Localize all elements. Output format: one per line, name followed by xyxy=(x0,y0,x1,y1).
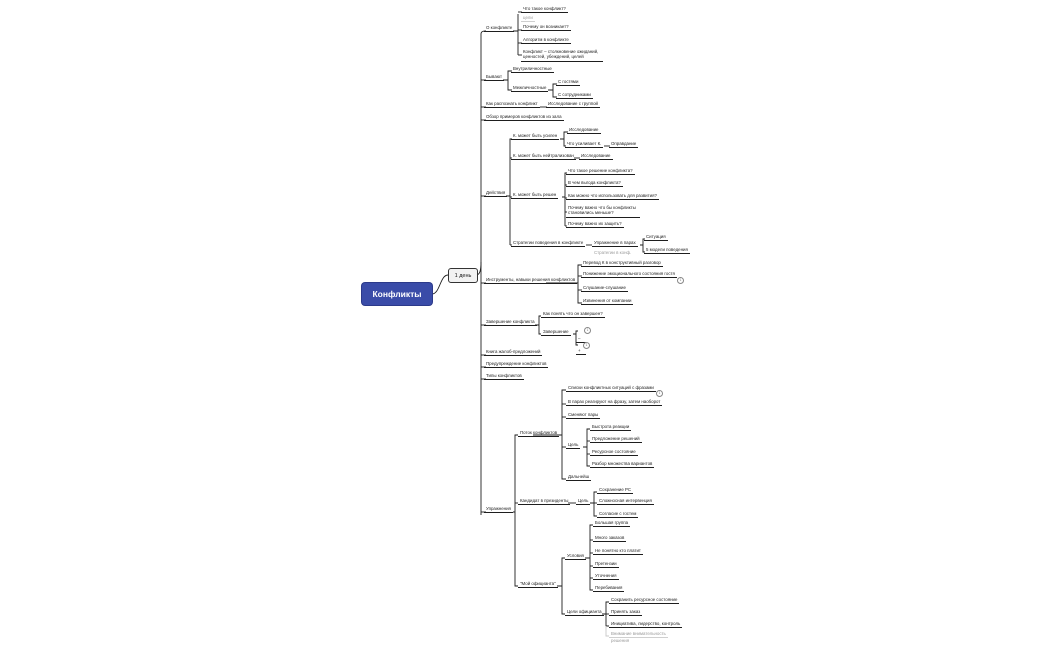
node-growth[interactable]: Как можно что использовать для развития? xyxy=(566,193,659,201)
node-complex[interactable]: Сложносная интервенция xyxy=(597,498,654,506)
node-def[interactable]: Конфликт – столкновение ожиданий, ценнос… xyxy=(521,49,603,62)
node-lists[interactable]: Списки конфликтных ситуаций с фразами xyxy=(566,385,656,393)
node-exercises[interactable]: Упражнения xyxy=(484,506,513,514)
node-waiter-goals[interactable]: Цели официанта xyxy=(565,609,604,617)
node-big-group[interactable]: Большая группа xyxy=(593,520,631,528)
node-kinds[interactable]: Типы конфликтов xyxy=(484,373,524,381)
node-gray-note-1[interactable]: Внимание внимательность xyxy=(609,631,668,639)
node-justify[interactable]: Оправдание xyxy=(609,141,639,149)
node-explore-2[interactable]: Исследование xyxy=(579,153,613,161)
node-solved[interactable]: К. может быть решен xyxy=(511,192,559,200)
node-dream-waiter[interactable]: "Мой официанта" xyxy=(518,581,558,589)
node-accept-order[interactable]: Принять заказ xyxy=(609,609,643,617)
node-transfer[interactable]: Перевод К в конструктивный разговор xyxy=(581,260,663,268)
node-flow[interactable]: Поток конфликтов xyxy=(518,430,560,438)
node-prevent[interactable]: Предупреждение конфликтов xyxy=(484,361,549,369)
node-recognize[interactable]: Как распознать конфликт xyxy=(484,101,540,109)
node-strategies-note[interactable]: Стратегии в конф. xyxy=(594,250,632,255)
node-protect[interactable]: Почему важно их защить? xyxy=(566,221,624,229)
node-pairs-exercise[interactable]: Упражнение в парах xyxy=(592,240,638,248)
node-inter[interactable]: Межличностные xyxy=(511,85,549,93)
node-book[interactable]: Книга жалоб-предложений xyxy=(484,349,543,357)
comment-badge-icon[interactable]: 1 xyxy=(656,390,663,397)
node-plus[interactable]: + xyxy=(576,348,586,356)
node-resource[interactable]: Ресурсное состояние xyxy=(590,449,638,457)
node-what-solution[interactable]: Что такое решение конфликта? xyxy=(566,168,635,176)
node-offer[interactable]: Предложение решений xyxy=(590,436,642,444)
node-what-amplifies[interactable]: Что усиливает К. xyxy=(565,141,604,149)
node-sorry[interactable]: Извинения от компании xyxy=(581,298,634,306)
node-save-rs[interactable]: Сохранение РС xyxy=(597,487,634,495)
node-initiative[interactable]: Инициатива, лидерство, контроль xyxy=(609,621,683,629)
node-goal[interactable]: Цель xyxy=(566,442,581,450)
root-node[interactable]: Конфликты xyxy=(362,283,432,305)
node-inner[interactable]: Внутриличностные xyxy=(511,66,554,74)
node-amplify[interactable]: К. может быть усилен xyxy=(511,133,560,141)
node-clarify[interactable]: Уточнения xyxy=(593,573,619,581)
node-strategies[interactable]: Стратегии поведения в конфликте xyxy=(511,240,586,248)
node-benefit[interactable]: В чем выгода конфликта? xyxy=(566,180,623,188)
node-situation[interactable]: Ситуация xyxy=(644,234,668,242)
node-research-group[interactable]: Исследование с группой xyxy=(546,101,600,109)
node-about-conflict[interactable]: О конфликте xyxy=(484,25,515,33)
node-claims[interactable]: Претензии xyxy=(593,561,619,569)
node-ending[interactable]: Завершение xyxy=(541,329,571,337)
comment-badge-icon[interactable]: 1 xyxy=(677,277,684,284)
node-finish[interactable]: Завершение конфликта xyxy=(484,319,537,327)
node-candidate[interactable]: Кандидат в президенты xyxy=(518,498,571,506)
node-why[interactable]: Почему он возникает? xyxy=(521,24,571,32)
day-node[interactable]: 1 день xyxy=(448,268,478,283)
node-conditions[interactable]: Условия xyxy=(565,553,586,561)
node-staff[interactable]: С сотрудниками xyxy=(556,92,593,100)
node-orders[interactable]: Много заказов xyxy=(593,535,627,543)
node-tools[interactable]: Инструменты, навыки решения конфликтов xyxy=(484,277,578,285)
node-minus[interactable]: – xyxy=(576,336,586,344)
node-swap[interactable]: Сменяют пары xyxy=(566,412,601,420)
node-neutral[interactable]: К. может быть нейтрализован xyxy=(511,153,576,161)
node-gray-note-2[interactable]: решения xyxy=(611,638,630,643)
node-further[interactable]: Дальнейш xyxy=(566,474,592,482)
node-models[interactable]: 5 модели поведения xyxy=(644,247,690,255)
node-algo[interactable]: Алгоритм в конфликте xyxy=(521,37,571,45)
node-pairs-react[interactable]: В парах реагируют на фразу, затем наобор… xyxy=(566,399,663,407)
node-fewer[interactable]: Почему важно что бы конфликты становилис… xyxy=(566,205,640,218)
node-interrupt[interactable]: Перебивания xyxy=(593,585,625,593)
node-actions[interactable]: Действия xyxy=(484,190,508,198)
node-keep-resource[interactable]: Сохранить ресурсное состояние xyxy=(609,597,680,605)
comment-badge-icon[interactable]: 1 xyxy=(583,342,590,349)
node-explore[interactable]: Исследование xyxy=(567,127,601,135)
node-review[interactable]: Обзор примеров конфликтов из зала xyxy=(484,114,564,122)
node-many[interactable]: Разбор множества вариантов xyxy=(590,461,655,469)
node-emotion[interactable]: Понижение эмоционального состояния гостя xyxy=(581,271,677,279)
comment-badge-icon[interactable]: 1 xyxy=(584,327,591,334)
node-fast[interactable]: Быстрота реакции xyxy=(590,424,632,432)
node-goal-2[interactable]: Цель xyxy=(576,498,591,506)
node-how-end[interactable]: Как понять что он завершен? xyxy=(541,311,605,319)
node-listen[interactable]: Слушание-слушание xyxy=(581,285,628,293)
node-agree[interactable]: Согласие с гостем xyxy=(597,511,639,519)
node-guests[interactable]: С гостями xyxy=(556,79,581,87)
node-what[interactable]: Что такое конфликт? xyxy=(521,6,568,14)
node-unclear[interactable]: Не понятно кто платит xyxy=(593,548,643,556)
node-types[interactable]: Бывают xyxy=(484,74,504,82)
node-note[interactable]: цели xyxy=(521,15,535,23)
